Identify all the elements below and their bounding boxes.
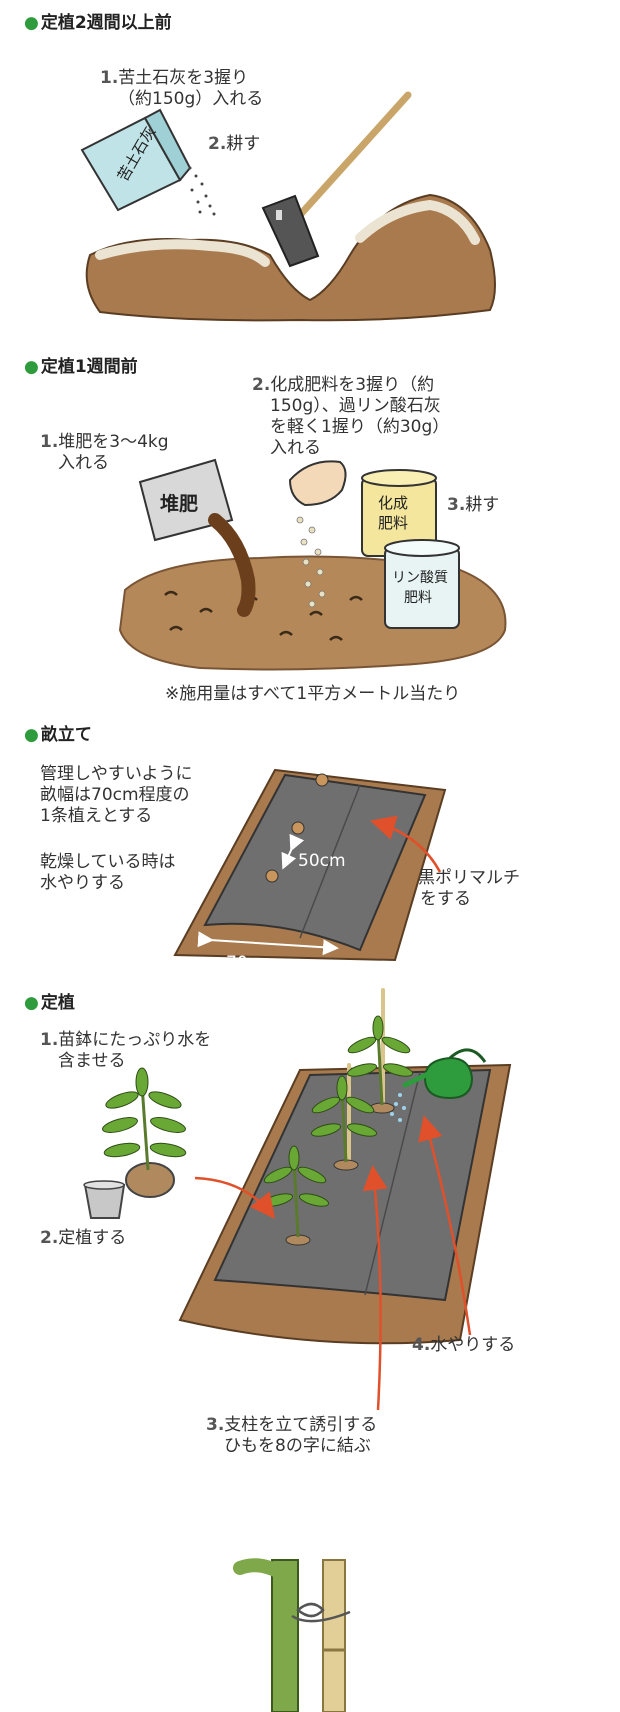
step-plant: 2.定植する	[40, 1228, 127, 1248]
compost-bag-label: 堆肥	[160, 492, 198, 515]
black-mulch	[203, 773, 427, 952]
plant-on-bed	[310, 1075, 378, 1171]
step-fertilizer: 2.化成肥料を3握り（約 150g）、過リン酸石灰 を軽く1握り（約30g） 入…	[252, 375, 450, 458]
mulch-label: 黒ポリマルチ をする	[418, 868, 520, 909]
application-note: ※施用量はすべて1平方メートル当たり	[165, 684, 461, 704]
soil-mound	[85, 193, 496, 322]
step-stake: 3.支柱を立て誘引する ひもを8の字に結ぶ	[206, 1415, 378, 1456]
fertilizer-can: 化成 肥料	[361, 469, 437, 557]
width-label: 70cm	[226, 953, 274, 973]
bullet-icon: ●	[24, 13, 39, 33]
arrow-to-plant	[194, 1176, 276, 1219]
section-heading: ●定植1週間前	[24, 357, 138, 377]
plant-on-bed	[346, 1015, 414, 1114]
phosphate-can: リン酸質 肥料	[384, 539, 460, 629]
step-tilling-2: 3.耕す	[447, 495, 500, 515]
hand	[288, 460, 347, 507]
lime-bag: 苦土石灰	[80, 108, 192, 212]
step-tilling: 2.耕す	[208, 134, 261, 154]
bullet-icon: ●	[24, 725, 39, 745]
bed-description: 管理しやすいように 畝幅は70cm程度の 1条植えとする	[40, 764, 193, 826]
arrow-stake	[362, 1165, 388, 1411]
fertilizer-can-label-b: 肥料	[378, 514, 408, 532]
section4-illustration	[83, 988, 512, 1712]
step-liming: 1.苦土石灰を3握り （約150g）入れる	[100, 68, 264, 109]
hoe	[261, 91, 412, 268]
phosphate-can-label-b: 肥料	[404, 590, 432, 606]
section1-illustration: 苦土石灰	[80, 91, 496, 322]
step-soak-pot: 1.苗鉢にたっぷり水を 含ませる	[40, 1030, 212, 1071]
phosphate-can-label-a: リン酸質	[392, 570, 448, 586]
section-heading: ●畝立て	[24, 725, 92, 745]
seedling	[83, 1067, 187, 1219]
section-heading: ●定植	[24, 993, 75, 1013]
planting-hole	[291, 821, 305, 835]
tie-detail	[233, 1558, 351, 1712]
watering-note: 乾燥している時は 水やりする	[40, 852, 176, 893]
fertilizer-can-label-a: 化成	[378, 494, 408, 512]
arrow-water	[418, 1115, 472, 1336]
plant-on-bed	[262, 1145, 330, 1246]
mulch-arrow	[370, 815, 442, 873]
planting-hole	[315, 773, 329, 787]
step-compost: 1.堆肥を3〜4kg 入れる	[40, 432, 169, 473]
section3-illustration: 50cm 70cm	[173, 768, 447, 973]
bullet-icon: ●	[24, 993, 39, 1013]
section2-illustration: 堆肥 化成 肥料 リン酸質 肥料	[118, 458, 507, 671]
spacing-label: 50cm	[298, 851, 346, 871]
step-water: 4.水やりする	[412, 1335, 516, 1355]
watering-can	[402, 1048, 487, 1100]
bullet-icon: ●	[24, 357, 39, 377]
section-heading: ●定植2週間以上前	[24, 13, 172, 33]
planting-hole	[265, 869, 279, 883]
